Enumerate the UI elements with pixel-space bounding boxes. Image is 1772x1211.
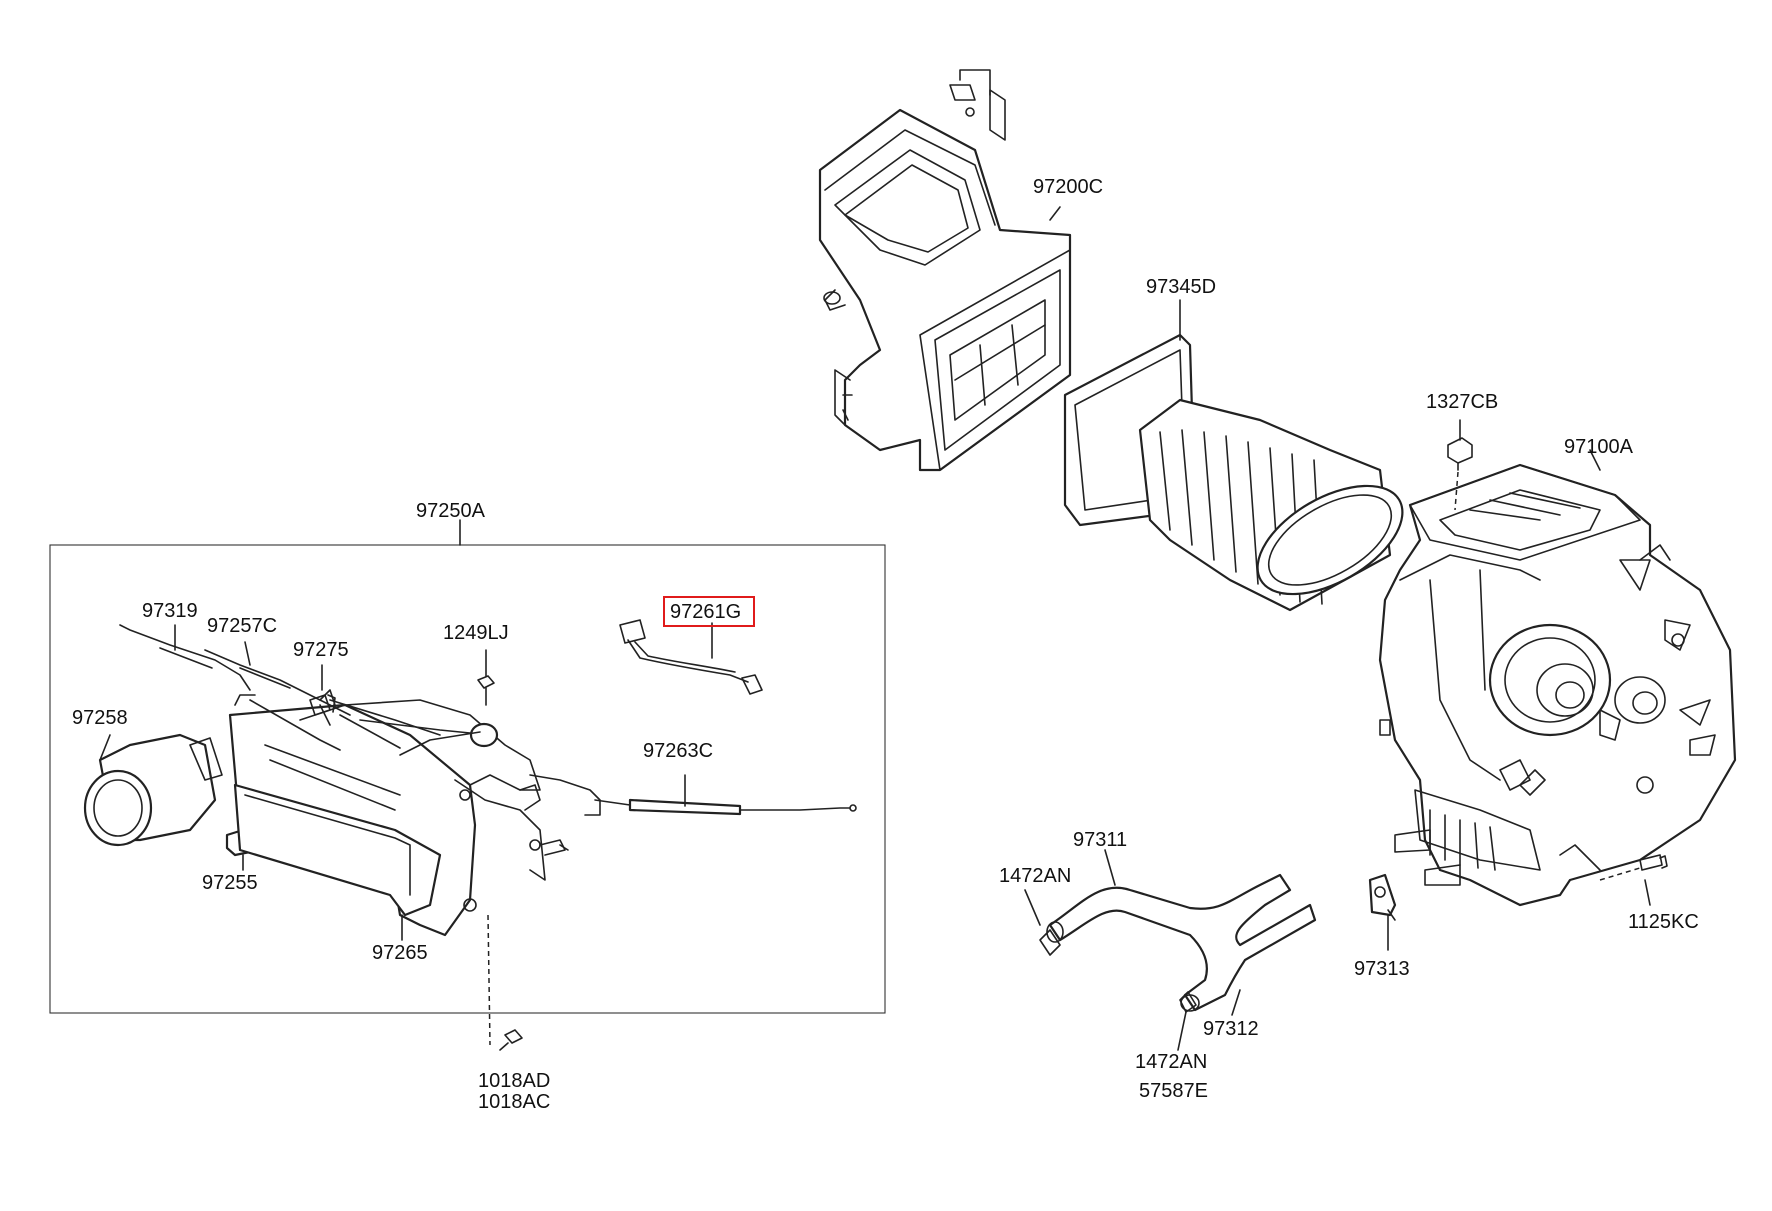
leader-lines xyxy=(99,206,1651,1051)
label-97200c[interactable]: 97200C xyxy=(1033,176,1103,198)
label-97312[interactable]: 97312 xyxy=(1203,1018,1259,1040)
assembly-97250a-box xyxy=(49,544,886,1014)
control-assembly-drawing xyxy=(228,694,601,937)
screw-1249lj-drawing xyxy=(477,675,495,706)
blower-housing-97100a-drawing xyxy=(1378,463,1737,907)
label-1018ac[interactable]: 1018AC xyxy=(478,1091,550,1113)
label-97250a[interactable]: 97250A xyxy=(416,500,486,522)
harness-97261g-drawing xyxy=(619,619,763,695)
bellows-97345d-drawing xyxy=(1063,333,1404,612)
label-97311[interactable]: 97311 xyxy=(1073,829,1127,851)
bracket-97313-drawing xyxy=(1368,873,1397,921)
knob-97258-drawing xyxy=(83,733,223,847)
label-1018ad[interactable]: 1018AD xyxy=(478,1070,550,1092)
label-57587e[interactable]: 57587E xyxy=(1139,1080,1208,1102)
label-97345d[interactable]: 97345D xyxy=(1146,276,1216,298)
duct-97200c-drawing xyxy=(818,69,1072,472)
label-97258[interactable]: 97258 xyxy=(72,707,128,729)
label-97100a[interactable]: 97100A xyxy=(1564,436,1634,458)
label-1249lj[interactable]: 1249LJ xyxy=(443,622,509,644)
cables-drawing xyxy=(119,624,351,726)
highlight-box-97261g xyxy=(663,596,755,627)
label-1125kc[interactable]: 1125KC xyxy=(1628,911,1699,933)
label-97257c[interactable]: 97257C xyxy=(207,615,277,637)
label-97265[interactable]: 97265 xyxy=(372,942,428,964)
label-97319[interactable]: 97319 xyxy=(142,600,198,622)
label-97313[interactable]: 97313 xyxy=(1354,958,1410,980)
cable-97263c-drawing xyxy=(594,798,857,816)
screw-1018ad-drawing xyxy=(487,914,523,1051)
bolt-1327cb-drawing xyxy=(1447,437,1473,511)
bolt-1125kc-drawing xyxy=(1599,854,1668,881)
label-97263c[interactable]: 97263C xyxy=(643,740,713,762)
heater-hoses-drawing xyxy=(1039,873,1317,1013)
label-1472an-top[interactable]: 1472AN xyxy=(999,865,1071,887)
label-97261g[interactable]: 97261G xyxy=(670,601,741,623)
label-1472an-bottom[interactable]: 1472AN xyxy=(1135,1051,1207,1073)
label-97275[interactable]: 97275 xyxy=(293,639,349,661)
label-97255[interactable]: 97255 xyxy=(202,872,258,894)
label-1327cb[interactable]: 1327CB xyxy=(1426,391,1498,413)
